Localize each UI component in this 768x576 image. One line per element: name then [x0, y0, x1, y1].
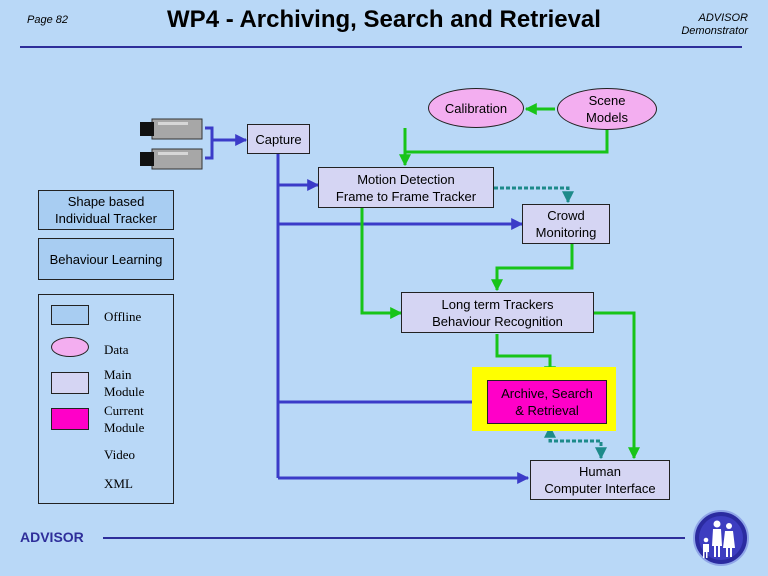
- legend-main-label: Main Module: [104, 366, 144, 400]
- legend-xml-label: XML: [104, 476, 133, 491]
- capture-label: Capture: [255, 131, 302, 147]
- archive-search-retrieval-module: Archive, Search & Retrieval: [487, 380, 607, 424]
- xml-line-scene-motion: [405, 129, 609, 154]
- people-logo-icon: [693, 510, 749, 571]
- page-number: Page 82: [27, 14, 68, 26]
- legend-current-line-1: Current: [104, 403, 144, 418]
- legend-main-line-2: Module: [104, 384, 145, 399]
- header-rule: [20, 46, 742, 48]
- longterm-label-2: Behaviour Recognition: [432, 313, 563, 329]
- hci-label-1: Human: [579, 464, 621, 479]
- legend-data-label: Data: [104, 342, 129, 357]
- xml-arrow-motion-longterm: [360, 207, 403, 319]
- legend-offline-swatch: [51, 305, 89, 325]
- scene-models-data: Scene Models: [557, 88, 657, 130]
- legend-current-swatch: [51, 408, 89, 430]
- corner-label: ADVISOR Demonstrator: [681, 12, 748, 38]
- footer-rule: [103, 537, 685, 539]
- legend: [38, 294, 174, 504]
- crowd-label-1: Crowd: [547, 208, 585, 223]
- legend-main-swatch: [51, 372, 89, 394]
- video-arrow-camera-capture: [205, 126, 246, 160]
- scene-label-2: Models: [586, 110, 628, 125]
- behaviour-learning-offline: Behaviour Learning: [38, 238, 174, 280]
- human-computer-interface-module: Human Computer Interface: [530, 460, 670, 500]
- camera-icon: [138, 115, 206, 180]
- xml-arrow-longterm-hci: [594, 311, 640, 460]
- legend-video-label: Video: [104, 447, 135, 462]
- shape-label-1: Shape based: [67, 194, 145, 209]
- longterm-trackers-module: Long term Trackers Behaviour Recognition: [401, 292, 594, 333]
- motion-label-1: Motion Detection: [357, 171, 455, 187]
- xml-arrow-motion-crowd: [494, 186, 574, 204]
- legend-main-line-1: Main: [104, 367, 132, 382]
- motion-detection-module: Motion Detection Frame to Frame Tracker: [318, 167, 494, 208]
- motion-label-2: Frame to Frame Tracker: [335, 188, 477, 204]
- calibration-data: Calibration: [428, 88, 524, 128]
- hci-label-2: Computer Interface: [544, 481, 656, 496]
- longterm-label-1: Long term Trackers: [441, 296, 554, 312]
- behaviour-label: Behaviour Learning: [49, 251, 163, 267]
- shape-based-tracker-offline: Shape based Individual Tracker: [38, 190, 174, 230]
- scene-label-1: Scene: [588, 93, 626, 108]
- xml-arrow-longterm-archive: [495, 334, 556, 379]
- legend-current-label: Current Module: [104, 402, 144, 436]
- legend-offline-label: Offline: [104, 309, 142, 324]
- corner-line-2: Demonstrator: [681, 25, 748, 37]
- archive-label-2: & Retrieval: [515, 403, 579, 418]
- calibration-label: Calibration: [444, 100, 508, 116]
- page-title: WP4 - Archiving, Search and Retrieval: [167, 6, 601, 33]
- crowd-label-2: Monitoring: [535, 225, 597, 240]
- corner-line-1: ADVISOR: [698, 12, 748, 24]
- capture-module: Capture: [247, 124, 310, 154]
- footer-brand: ADVISOR: [20, 529, 84, 545]
- xml-arrow-crowd-longterm: [491, 244, 574, 292]
- archive-label-1: Archive, Search: [501, 386, 593, 401]
- crowd-monitoring-module: Crowd Monitoring: [522, 204, 610, 244]
- xml-arrow-archive-hci: [544, 425, 607, 460]
- legend-data-swatch: [51, 337, 89, 357]
- shape-label-2: Individual Tracker: [55, 211, 157, 226]
- legend-current-line-2: Module: [104, 420, 145, 435]
